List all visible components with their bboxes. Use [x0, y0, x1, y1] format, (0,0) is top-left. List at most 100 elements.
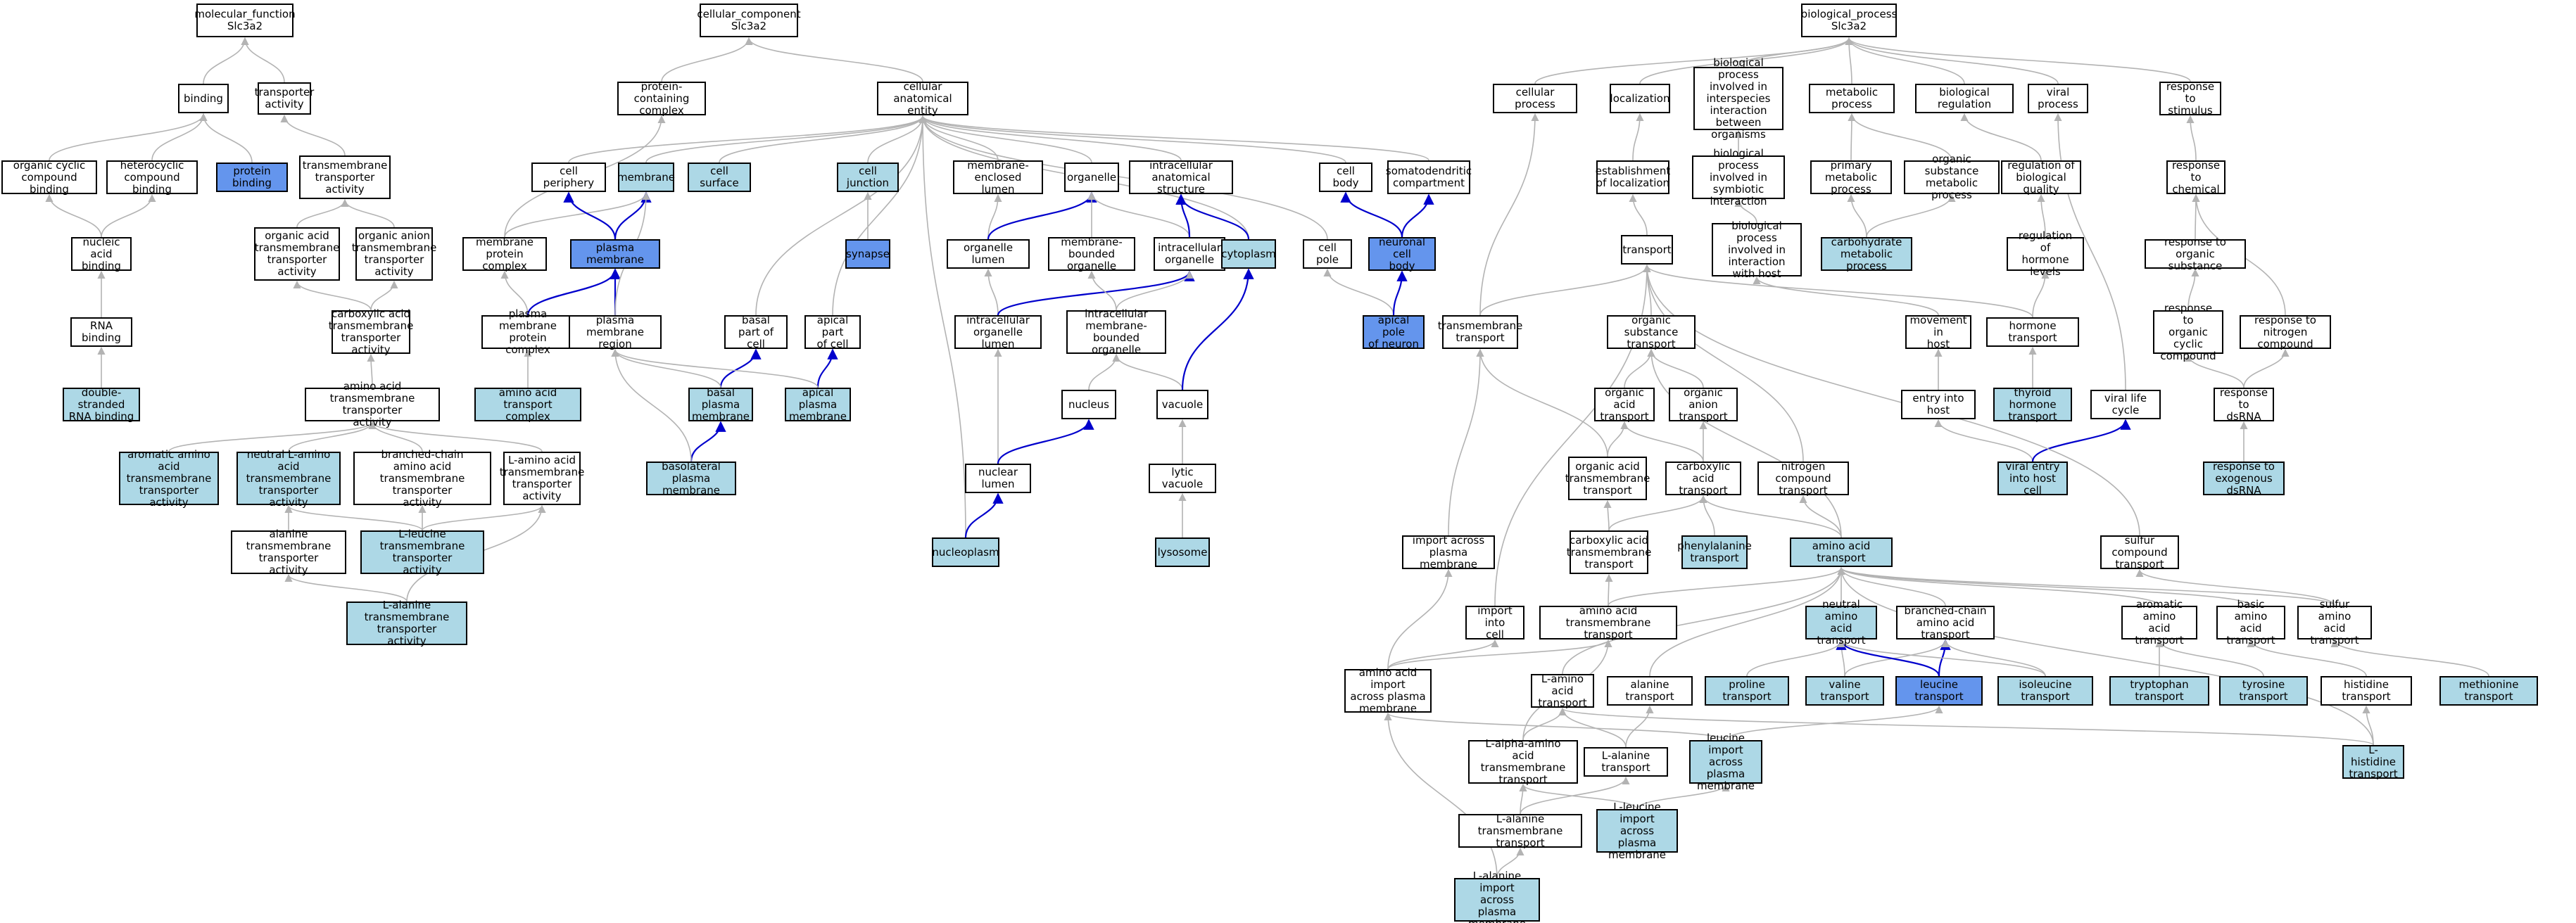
go-term-bp-host[interactable]: biological process involved in interacti…: [1712, 219, 1802, 279]
go-term-neutral-aa-transport[interactable]: neutral amino acid transport: [1805, 599, 1877, 647]
go-term-membrane[interactable]: membrane: [617, 163, 675, 192]
go-term-carbox-tm-transport[interactable]: carboxylic acid transmembrane transport: [1567, 530, 1651, 574]
go-term-viral-process[interactable]: viral process: [2028, 84, 2088, 113]
go-term-histidine-transport[interactable]: histidine transport: [2321, 676, 2412, 706]
go-term-response-dsrna[interactable]: response to dsRNA: [2214, 386, 2274, 422]
go-term-response-chemical[interactable]: response to chemical: [2166, 159, 2225, 195]
go-term-arom-aa-tm[interactable]: aromatic amino acid transmembrane transp…: [119, 448, 219, 508]
go-term-lysosome[interactable]: lysosome: [1155, 537, 1210, 567]
go-term-lalanine-transport[interactable]: L-alanine transport: [1584, 747, 1668, 777]
go-term-lalanine-import-pm[interactable]: L-alanine import across plasma membrane: [1454, 870, 1540, 923]
go-term-interspecies[interactable]: biological process involved in interspec…: [1693, 56, 1783, 140]
go-term-pm-protein-complex[interactable]: plasma membrane protein complex: [481, 308, 574, 356]
go-term-org-anion-transport[interactable]: organic anion transport: [1669, 386, 1738, 422]
go-term-est-localization[interactable]: establishment of localization: [1596, 160, 1670, 194]
go-term-localization[interactable]: localization: [1610, 84, 1670, 113]
go-term-intracell-org-lumen[interactable]: intracellular organelle lumen: [954, 314, 1042, 350]
go-term-tm-transport[interactable]: transmembrane transport: [1438, 315, 1522, 349]
go-term-cell-junction[interactable]: cell junction: [837, 163, 899, 192]
go-term-thyroid-transport[interactable]: thyroid hormone transport: [1993, 386, 2072, 422]
go-term-org-subst-metabolic[interactable]: organic substance metabolic process: [1904, 153, 2000, 201]
go-term-nucleic-binding[interactable]: nucleic acid binding: [71, 236, 132, 272]
go-term-aa-tm-transport[interactable]: amino acid transmembrane transport: [1539, 604, 1677, 640]
go-term-cae[interactable]: cellular anatomical entity: [877, 80, 968, 116]
go-term-org-acid-tm[interactable]: organic acid transmembrane transporter a…: [254, 227, 340, 281]
go-term-laa-tm[interactable]: L-amino acid transmembrane transporter a…: [500, 452, 584, 505]
go-term-lalanine-tm-transport[interactable]: L-alanine transmembrane transport: [1458, 813, 1582, 848]
go-term-tryptophan-transport[interactable]: tryptophan transport: [2109, 676, 2209, 706]
go-term-transport[interactable]: transport: [1621, 235, 1673, 265]
go-term-dsrna-binding[interactable]: double-stranded RNA binding: [63, 386, 140, 422]
go-term-mem-enclosed[interactable]: membrane-enclosed lumen: [953, 159, 1043, 195]
go-term-leucine-import-pm[interactable]: leucine import across plasma membrane: [1689, 732, 1762, 791]
go-term-org-subst-transport[interactable]: organic substance transport: [1607, 314, 1696, 350]
go-term-carbox-tm[interactable]: carboxylic acid transmembrane transporte…: [328, 307, 414, 356]
go-term-lleucine-import-pm[interactable]: L-leucine import across plasma membrane: [1596, 801, 1678, 860]
go-term-valine-transport[interactable]: valine transport: [1805, 676, 1884, 706]
go-term-cell-pole[interactable]: cell pole: [1303, 239, 1352, 269]
go-term-reg-hormone[interactable]: regulation of hormone levels: [2007, 230, 2084, 278]
go-term-alanine-transport[interactable]: alanine transport: [1607, 676, 1693, 706]
go-term-bio-regulation[interactable]: biological regulation: [1915, 84, 2014, 113]
go-term-somatodendritic[interactable]: somatodendritic compartment: [1386, 160, 1472, 194]
go-term-response-org-cyclic[interactable]: response to organic cyclic compound: [2153, 302, 2223, 362]
go-term-mem-bounded[interactable]: membrane-bounded organelle: [1048, 236, 1135, 272]
go-term-bp[interactable]: biological_process Slc3a2: [1801, 4, 1897, 37]
go-term-basolateral-pm[interactable]: basolateral plasma membrane: [646, 460, 736, 496]
go-term-basal-part[interactable]: basal part of cell: [724, 314, 788, 350]
go-term-sulfur-compound[interactable]: sulfur compound transport: [2100, 534, 2179, 570]
go-term-apical-part[interactable]: apical part of cell: [804, 314, 861, 350]
go-term-apical-pole[interactable]: apical pole of neuron: [1363, 314, 1425, 350]
go-term-org-cyclic[interactable]: organic cyclic compound binding: [1, 159, 97, 195]
go-term-entry-host[interactable]: entry into host: [1901, 390, 1976, 419]
go-term-methionine-transport[interactable]: methionine transport: [2439, 676, 2538, 706]
go-term-cytoplasm[interactable]: cytoplasm: [1221, 239, 1276, 269]
go-term-org-acid-transport[interactable]: organic acid transport: [1594, 386, 1655, 422]
go-term-isoleucine-transport[interactable]: isoleucine transport: [1997, 676, 2093, 706]
go-term-metabolic[interactable]: metabolic process: [1809, 84, 1895, 113]
go-term-aa-transport-complex[interactable]: amino acid transport complex: [474, 386, 581, 422]
go-term-aa-transport[interactable]: amino acid transport: [1790, 537, 1893, 567]
go-term-vacuole[interactable]: vacuole: [1156, 390, 1208, 419]
go-term-lalpha-tm-transport[interactable]: L-alpha-amino acid transmembrane transpo…: [1468, 738, 1578, 786]
go-term-basic-aa-transport[interactable]: basic amino acid transport: [2216, 599, 2285, 647]
go-term-laa-transport[interactable]: L-amino acid transport: [1531, 673, 1594, 708]
go-term-neuronal-body[interactable]: neuronal cell body: [1368, 236, 1436, 272]
go-term-organelle[interactable]: organelle: [1064, 163, 1119, 192]
go-term-intracell-mem-bounded[interactable]: intracellular membrane-bounded organelle: [1066, 308, 1166, 356]
go-term-lhistidine-transport[interactable]: L-histidine transport: [2342, 744, 2404, 779]
go-term-binding[interactable]: binding: [178, 84, 229, 113]
go-term-response-nitrogen[interactable]: response to nitrogen compound: [2240, 314, 2331, 350]
go-term-protein-complex[interactable]: protein-containing complex: [617, 80, 706, 116]
go-term-reg-bio-quality[interactable]: regulation of biological quality: [2001, 159, 2081, 195]
go-term-cellular-process[interactable]: cellular process: [1493, 84, 1577, 113]
go-term-primary-metabolic[interactable]: primary metabolic process: [1810, 159, 1892, 195]
go-term-tyrosine-transport[interactable]: tyrosine transport: [2219, 676, 2308, 706]
go-term-plasma-membrane[interactable]: plasma membrane: [570, 239, 660, 269]
go-term-mf[interactable]: molecular_function Slc3a2: [194, 4, 296, 37]
go-term-movement-host[interactable]: movement in host: [1905, 314, 1971, 350]
go-term-leucine-transport[interactable]: leucine transport: [1895, 676, 1983, 706]
go-term-cell-periphery[interactable]: cell periphery: [531, 163, 606, 192]
go-term-mem-protein-complex[interactable]: membrane protein complex: [462, 236, 547, 272]
go-term-pm-region[interactable]: plasma membrane region: [569, 314, 662, 350]
go-term-proline-transport[interactable]: proline transport: [1705, 676, 1789, 706]
go-term-protein-binding[interactable]: protein binding: [216, 163, 288, 192]
go-term-hormone-transport[interactable]: hormone transport: [1986, 317, 2079, 347]
go-term-symbiotic[interactable]: biological process involved in symbiotic…: [1692, 147, 1785, 207]
go-term-cell-surface[interactable]: cell surface: [688, 163, 751, 192]
go-term-nitrogen-transport[interactable]: nitrogen compound transport: [1757, 460, 1849, 496]
go-term-branched-transport[interactable]: branched-chain amino acid transport: [1896, 604, 1995, 640]
go-term-import-pm[interactable]: import across plasma membrane: [1402, 534, 1495, 570]
go-term-alanine-tm[interactable]: alanine transmembrane transporter activi…: [231, 528, 346, 576]
go-term-heterocyclic[interactable]: heterocyclic compound binding: [106, 159, 198, 195]
go-term-response-org-subst[interactable]: response to organic substance: [2145, 236, 2246, 272]
go-term-org-acid-tm-transport[interactable]: organic acid transmembrane transport: [1565, 457, 1650, 500]
go-term-apical-pm[interactable]: apical plasma membrane: [785, 386, 851, 422]
go-term-neutral-laa-tm[interactable]: neutral L-amino acid transmembrane trans…: [236, 448, 341, 508]
go-term-lalanine-tm[interactable]: L-alanine transmembrane transporter acti…: [346, 599, 467, 647]
go-term-intracell-struct[interactable]: intracellular anatomical structure: [1129, 159, 1233, 195]
go-term-response-stimulus[interactable]: response to stimulus: [2159, 80, 2221, 116]
go-term-rna-binding[interactable]: RNA binding: [70, 317, 132, 347]
go-term-carbo-metabolic[interactable]: carbohydrate metabolic process: [1821, 236, 1912, 272]
